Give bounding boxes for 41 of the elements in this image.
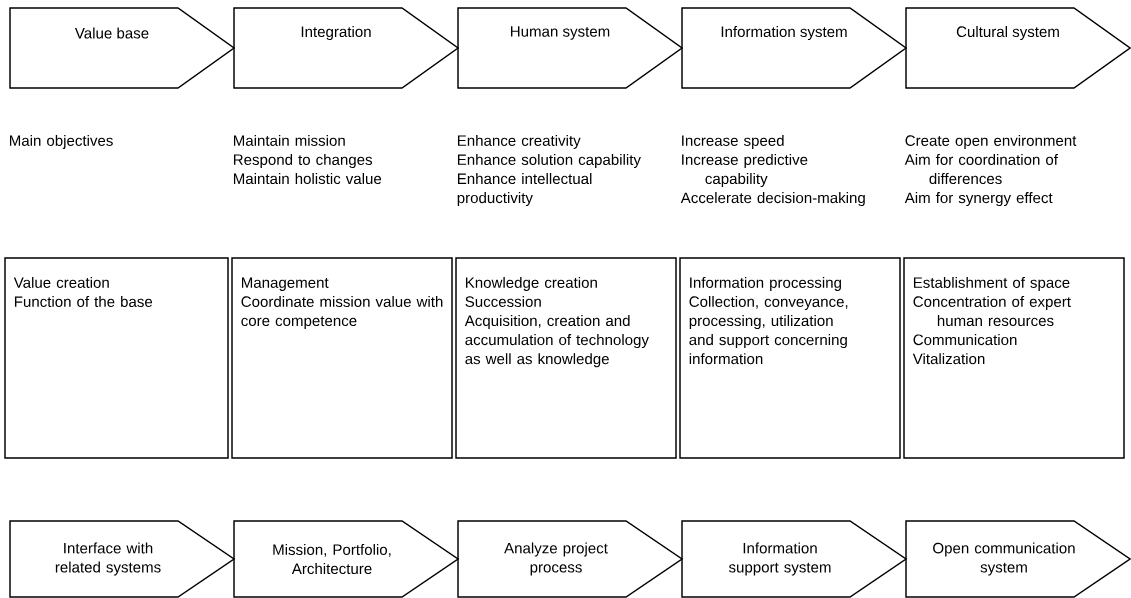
- list-item: Acquisition, creation and accumulation of technology as well as knowledge: [464, 315, 649, 368]
- chevron-box: Integration: [233, 7, 460, 89]
- chevron-box: Interface with related systems: [9, 520, 236, 598]
- chevron-box: Human system: [457, 7, 684, 89]
- chevron-box: Cultural system: [905, 7, 1131, 89]
- list-item: Concentration of expert human resources: [913, 295, 1071, 327]
- list-item: Succession: [465, 295, 541, 307]
- list-item: Respond to changes: [234, 153, 373, 168]
- chevron-box: Analyze project process: [457, 520, 684, 598]
- list-item: Management: [242, 277, 329, 291]
- content-box: [679, 257, 901, 459]
- chevron-box: Value base: [9, 7, 236, 89]
- content-box: [455, 257, 677, 459]
- chevron-box: Information system: [681, 7, 908, 89]
- list-item: Maintain mission: [234, 134, 345, 146]
- chevron-box: Information support system: [681, 520, 908, 598]
- chevron-box: Mission, Portfolio, Architecture: [233, 520, 460, 598]
- list-item: Information processing: [690, 276, 841, 291]
- list-item: Enhance intellectual productivity: [457, 173, 592, 207]
- list-item: Establishment of space: [913, 276, 1070, 291]
- list-item: Enhance solution capability: [458, 153, 641, 168]
- list-item: Value creation: [13, 276, 109, 288]
- list-item: Coordinate mission value with core competence: [241, 295, 443, 330]
- list-item: Maintain holistic value: [234, 173, 382, 185]
- list-item: Function of the base: [15, 295, 153, 307]
- chevron-box: Open communication system: [905, 520, 1131, 598]
- list-item: Aim for synergy effect: [904, 192, 1053, 207]
- list-item: Increase predictive capability: [682, 153, 808, 188]
- list-item: Vitalization: [912, 353, 985, 365]
- list-item: Enhance creativity: [458, 134, 581, 149]
- content-box: [231, 257, 453, 459]
- list-item: Main objectives: [10, 134, 113, 149]
- content-box: [4, 257, 229, 459]
- list-item: Communication: [913, 334, 1017, 346]
- list-item: Create open environment: [905, 134, 1077, 149]
- list-item: Accelerate decision-making: [680, 192, 865, 207]
- list-item: Increase speed: [682, 134, 784, 149]
- list-item: Aim for coordination of differences: [904, 153, 1058, 185]
- list-item: Collection, conveyance, processing, utilization and support concerning information: [689, 295, 848, 365]
- list-item: Knowledge creation: [465, 276, 597, 291]
- content-box: [903, 257, 1125, 459]
